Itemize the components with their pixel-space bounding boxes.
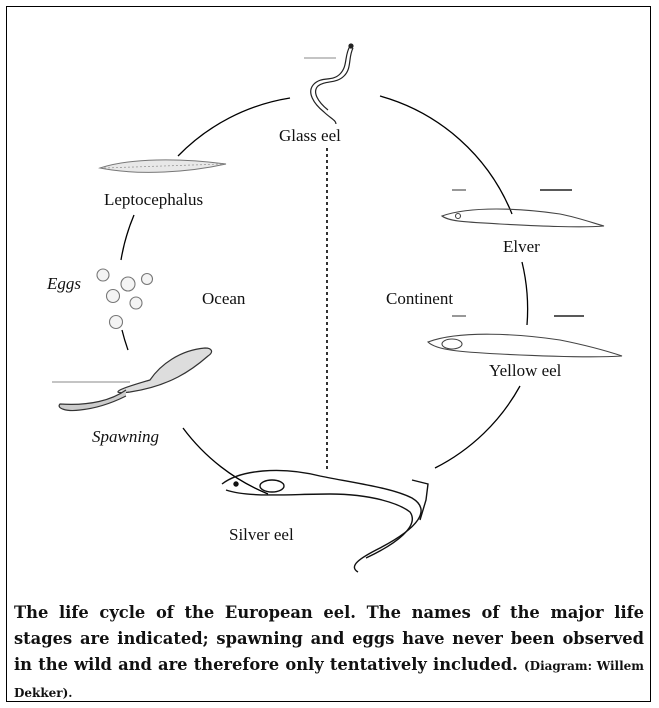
yellow-eel-icon: [428, 316, 622, 357]
eggs-icon: [97, 269, 153, 329]
label-silver-eel: Silver eel: [229, 525, 294, 544]
leptocephalus-icon: [100, 160, 226, 172]
label-leptocephalus: Leptocephalus: [104, 190, 203, 209]
label-glass-eel: Glass eel: [279, 126, 341, 145]
arc-right: [522, 262, 528, 325]
spawning-eel-icon: [52, 348, 212, 411]
label-continent: Continent: [386, 289, 453, 308]
label-spawning: Spawning: [92, 427, 159, 446]
life-cycle-diagram: Glass eel Leptocephalus Eggs Ocean Spawn…: [0, 0, 659, 600]
arc-left-upper: [121, 215, 134, 260]
arc-top-right: [380, 96, 512, 214]
label-ocean: Ocean: [202, 289, 246, 308]
glass-eel-icon: [304, 44, 353, 124]
arc-left-lower: [122, 330, 128, 350]
cycle-arcs: [121, 96, 528, 494]
label-elver: Elver: [503, 237, 540, 256]
label-yellow-eel: Yellow eel: [489, 361, 562, 380]
elver-icon: [442, 190, 604, 227]
arc-bottom-right: [435, 386, 520, 468]
arc-top-left: [178, 98, 290, 156]
silver-eel-icon: [222, 470, 428, 572]
arc-bottom-left: [183, 428, 268, 494]
figure-caption: The life cycle of the European eel. The …: [14, 600, 644, 706]
label-eggs: Eggs: [46, 274, 81, 293]
